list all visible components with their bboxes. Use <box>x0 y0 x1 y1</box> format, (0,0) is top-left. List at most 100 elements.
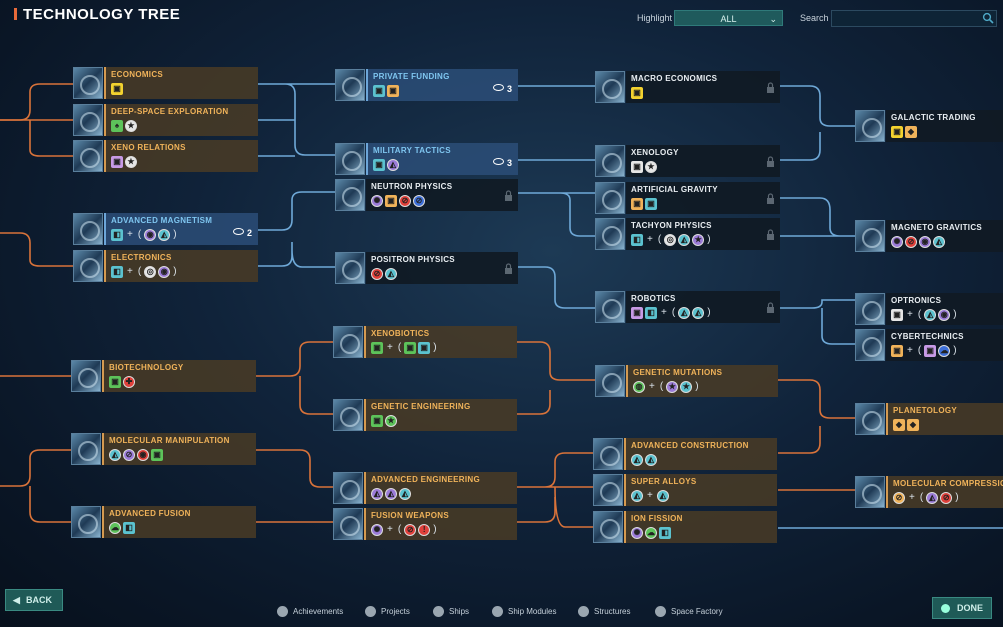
tech-unlock-icons: ▣★ <box>371 414 397 427</box>
search-input[interactable] <box>831 10 997 27</box>
paren-sign: ( <box>671 307 676 318</box>
tech-node-genetic-eng[interactable]: GENETIC ENGINEERING▣★ <box>333 399 517 431</box>
tech-unlock-icons: ▣+(◭◉) <box>891 308 958 321</box>
tech-node-electronics[interactable]: ELECTRONICS◧+(◎◉) <box>73 250 258 282</box>
tech-node-macro-economics[interactable]: MACRO ECONOMICS▣ <box>595 71 780 103</box>
unlock-icon: ★ <box>680 380 693 393</box>
tech-thumbnail <box>593 511 623 543</box>
tech-unlock-icons: ▣◆ <box>891 125 917 138</box>
tech-panel: GENETIC MUTATIONS◍+(★★) <box>626 365 778 397</box>
tech-node-galactic-trading[interactable]: GALACTIC TRADING ▣◆ <box>855 110 1003 142</box>
tech-panel: TACHYON PHYSICS ◧+(◎◭★) <box>626 218 780 250</box>
paren-sign: ) <box>953 309 957 320</box>
tech-thumbnail <box>593 474 623 506</box>
tech-node-planetology[interactable]: PLANETOLOGY◆◆ <box>855 403 1003 435</box>
research-count: 3 <box>492 84 512 94</box>
unlock-icon: ⊘ <box>413 194 425 207</box>
unlock-icon: ◉ <box>137 448 149 461</box>
tech-unlock-icons: ◧+(◎◭★) <box>631 233 712 246</box>
tech-panel: ELECTRONICS◧+(◎◉) <box>104 250 258 282</box>
tech-node-optronics[interactable]: OPTRONICS▣+(◭◉) <box>855 293 1003 325</box>
tech-node-ion-fission[interactable]: ION FISSION✺☁◧ <box>593 511 777 543</box>
tech-thumbnail <box>595 145 625 177</box>
tech-node-artificial-gravity[interactable]: ARTIFICIAL GRAVITY▣▣ <box>595 182 780 214</box>
tech-node-molecular-manip[interactable]: MOLECULAR MANIPULATION◭⊘◉▣ <box>71 433 256 465</box>
tech-node-xenobiotics[interactable]: XENOBIOTICS▣+(▣▣) <box>333 326 517 358</box>
tech-thumbnail <box>335 69 365 101</box>
plus-sign: + <box>907 309 913 320</box>
back-button[interactable]: ◀BACK <box>5 589 63 611</box>
paren-sign: ) <box>707 234 711 245</box>
tech-node-cybertechnics[interactable]: CYBERTECHNICS▣+(▣☁) <box>855 329 1003 361</box>
tech-thumbnail <box>855 329 885 361</box>
unlock-icon: ▣ <box>373 84 385 97</box>
tech-panel: GENETIC ENGINEERING▣★ <box>364 399 517 431</box>
plus-sign: + <box>647 234 653 245</box>
tech-unlock-icons: ◭⊘◉▣ <box>109 448 163 461</box>
tech-node-xenology[interactable]: XENOLOGY▣★ <box>595 145 780 177</box>
tech-name: FUSION WEAPONS <box>371 511 449 520</box>
unlock-icon: ◉ <box>938 308 951 321</box>
tech-panel: ADVANCED CONSTRUCTION◭◭ <box>624 438 777 470</box>
unlock-icon: ◉ <box>158 265 171 278</box>
tech-node-fusion-weapons[interactable]: FUSION WEAPONS✺+(⊘!) <box>333 508 517 540</box>
legend-projects: Projects <box>365 604 410 618</box>
search-icon[interactable] <box>982 12 994 24</box>
tech-node-adv-magnetism[interactable]: ADVANCED MAGNETISM◧+(◉◭)2 <box>73 213 258 245</box>
check-icon <box>941 604 950 613</box>
tech-node-robotics[interactable]: ROBOTICS▣◧+(◭◭) <box>595 291 780 323</box>
tech-node-tachyon-physics[interactable]: TACHYON PHYSICS ◧+(◎◭★) <box>595 218 780 250</box>
tech-node-magneto-gravitics[interactable]: MAGNETO GRAVITICS✺⊘◉◭ <box>855 220 1003 252</box>
research-count-value: 2 <box>246 228 252 238</box>
tech-name: GALACTIC TRADING <box>891 113 976 122</box>
tech-name: DEEP-SPACE EXPLORATION <box>111 107 229 116</box>
tech-unlock-icons: ▣+(▣▣) <box>371 341 438 354</box>
tech-name: TACHYON PHYSICS <box>631 221 712 230</box>
tech-unlock-icons: ▣ <box>631 86 643 99</box>
unlock-icon: ◭ <box>631 489 643 502</box>
unlock-icon: ◭ <box>933 235 945 248</box>
tech-node-xeno-relations[interactable]: XENO RELATIONS▣★ <box>73 140 258 172</box>
unlock-icon: ▣ <box>111 155 123 168</box>
tech-unlock-icons: ▣▣ <box>373 84 399 97</box>
legend-structures: Structures <box>578 604 630 618</box>
highlight-dropdown[interactable]: ALL ⌄ <box>674 10 783 26</box>
paren-sign: ( <box>137 266 142 277</box>
tech-panel: GALACTIC TRADING ▣◆ <box>886 110 1003 142</box>
highlight-value: ALL <box>720 14 737 24</box>
tech-node-deep-space[interactable]: DEEP-SPACE EXPLORATION♠★ <box>73 104 258 136</box>
tech-node-economics[interactable]: ECONOMICS▣ <box>73 67 258 99</box>
unlock-icon: ▣ <box>631 86 643 99</box>
tech-panel: ADVANCED ENGINEERING◭◭◭ <box>364 472 517 504</box>
unlock-icon: ▣ <box>387 84 399 97</box>
unlock-icon: ◭ <box>371 487 383 500</box>
unlock-icon: ◆ <box>907 418 919 431</box>
tech-thumbnail <box>333 508 363 540</box>
tech-node-adv-engineering[interactable]: ADVANCED ENGINEERING◭◭◭ <box>333 472 517 504</box>
plus-sign: + <box>127 229 133 240</box>
tech-node-private-funding[interactable]: PRIVATE FUNDING▣▣3 <box>335 69 518 101</box>
highlight-label: Highlight <box>637 13 673 23</box>
unlock-icon: ▣ <box>385 194 397 207</box>
tech-name: POSITRON PHYSICS <box>371 255 455 264</box>
legend-label: Projects <box>381 606 410 616</box>
tech-node-adv-construction[interactable]: ADVANCED CONSTRUCTION◭◭ <box>593 438 777 470</box>
tech-node-adv-fusion[interactable]: ADVANCED FUSION☁◧ <box>71 506 256 538</box>
unlock-icon: ✚ <box>123 375 135 388</box>
tech-node-genetic-mutations[interactable]: GENETIC MUTATIONS◍+(★★) <box>595 365 778 397</box>
tech-node-molecular-compression[interactable]: MOLECULAR COMPRESSION⊘+(◭⊘) <box>855 476 1003 508</box>
paren-sign: ) <box>955 492 959 503</box>
unlock-icon: ◆ <box>905 125 917 138</box>
tech-node-positron-physics[interactable]: POSITRON PHYSICS⊘◭ <box>335 252 518 284</box>
tech-node-super-alloys[interactable]: SUPER ALLOYS◭+◭ <box>593 474 777 506</box>
tech-node-military-tactics[interactable]: MILITARY TACTICS▣◭3 <box>335 143 518 175</box>
tech-thumbnail <box>73 67 103 99</box>
tech-node-biotechnology[interactable]: BIOTECHNOLOGY▣✚ <box>71 360 256 392</box>
done-button[interactable]: DONE <box>932 597 992 619</box>
unlock-icon: ! <box>418 523 431 536</box>
tech-node-neutron-physics[interactable]: NEUTRON PHYSICS✺▣⊘⊘ <box>335 179 518 211</box>
paren-sign: ) <box>695 381 699 392</box>
tech-thumbnail <box>595 218 625 250</box>
tech-thumbnail <box>73 250 103 282</box>
